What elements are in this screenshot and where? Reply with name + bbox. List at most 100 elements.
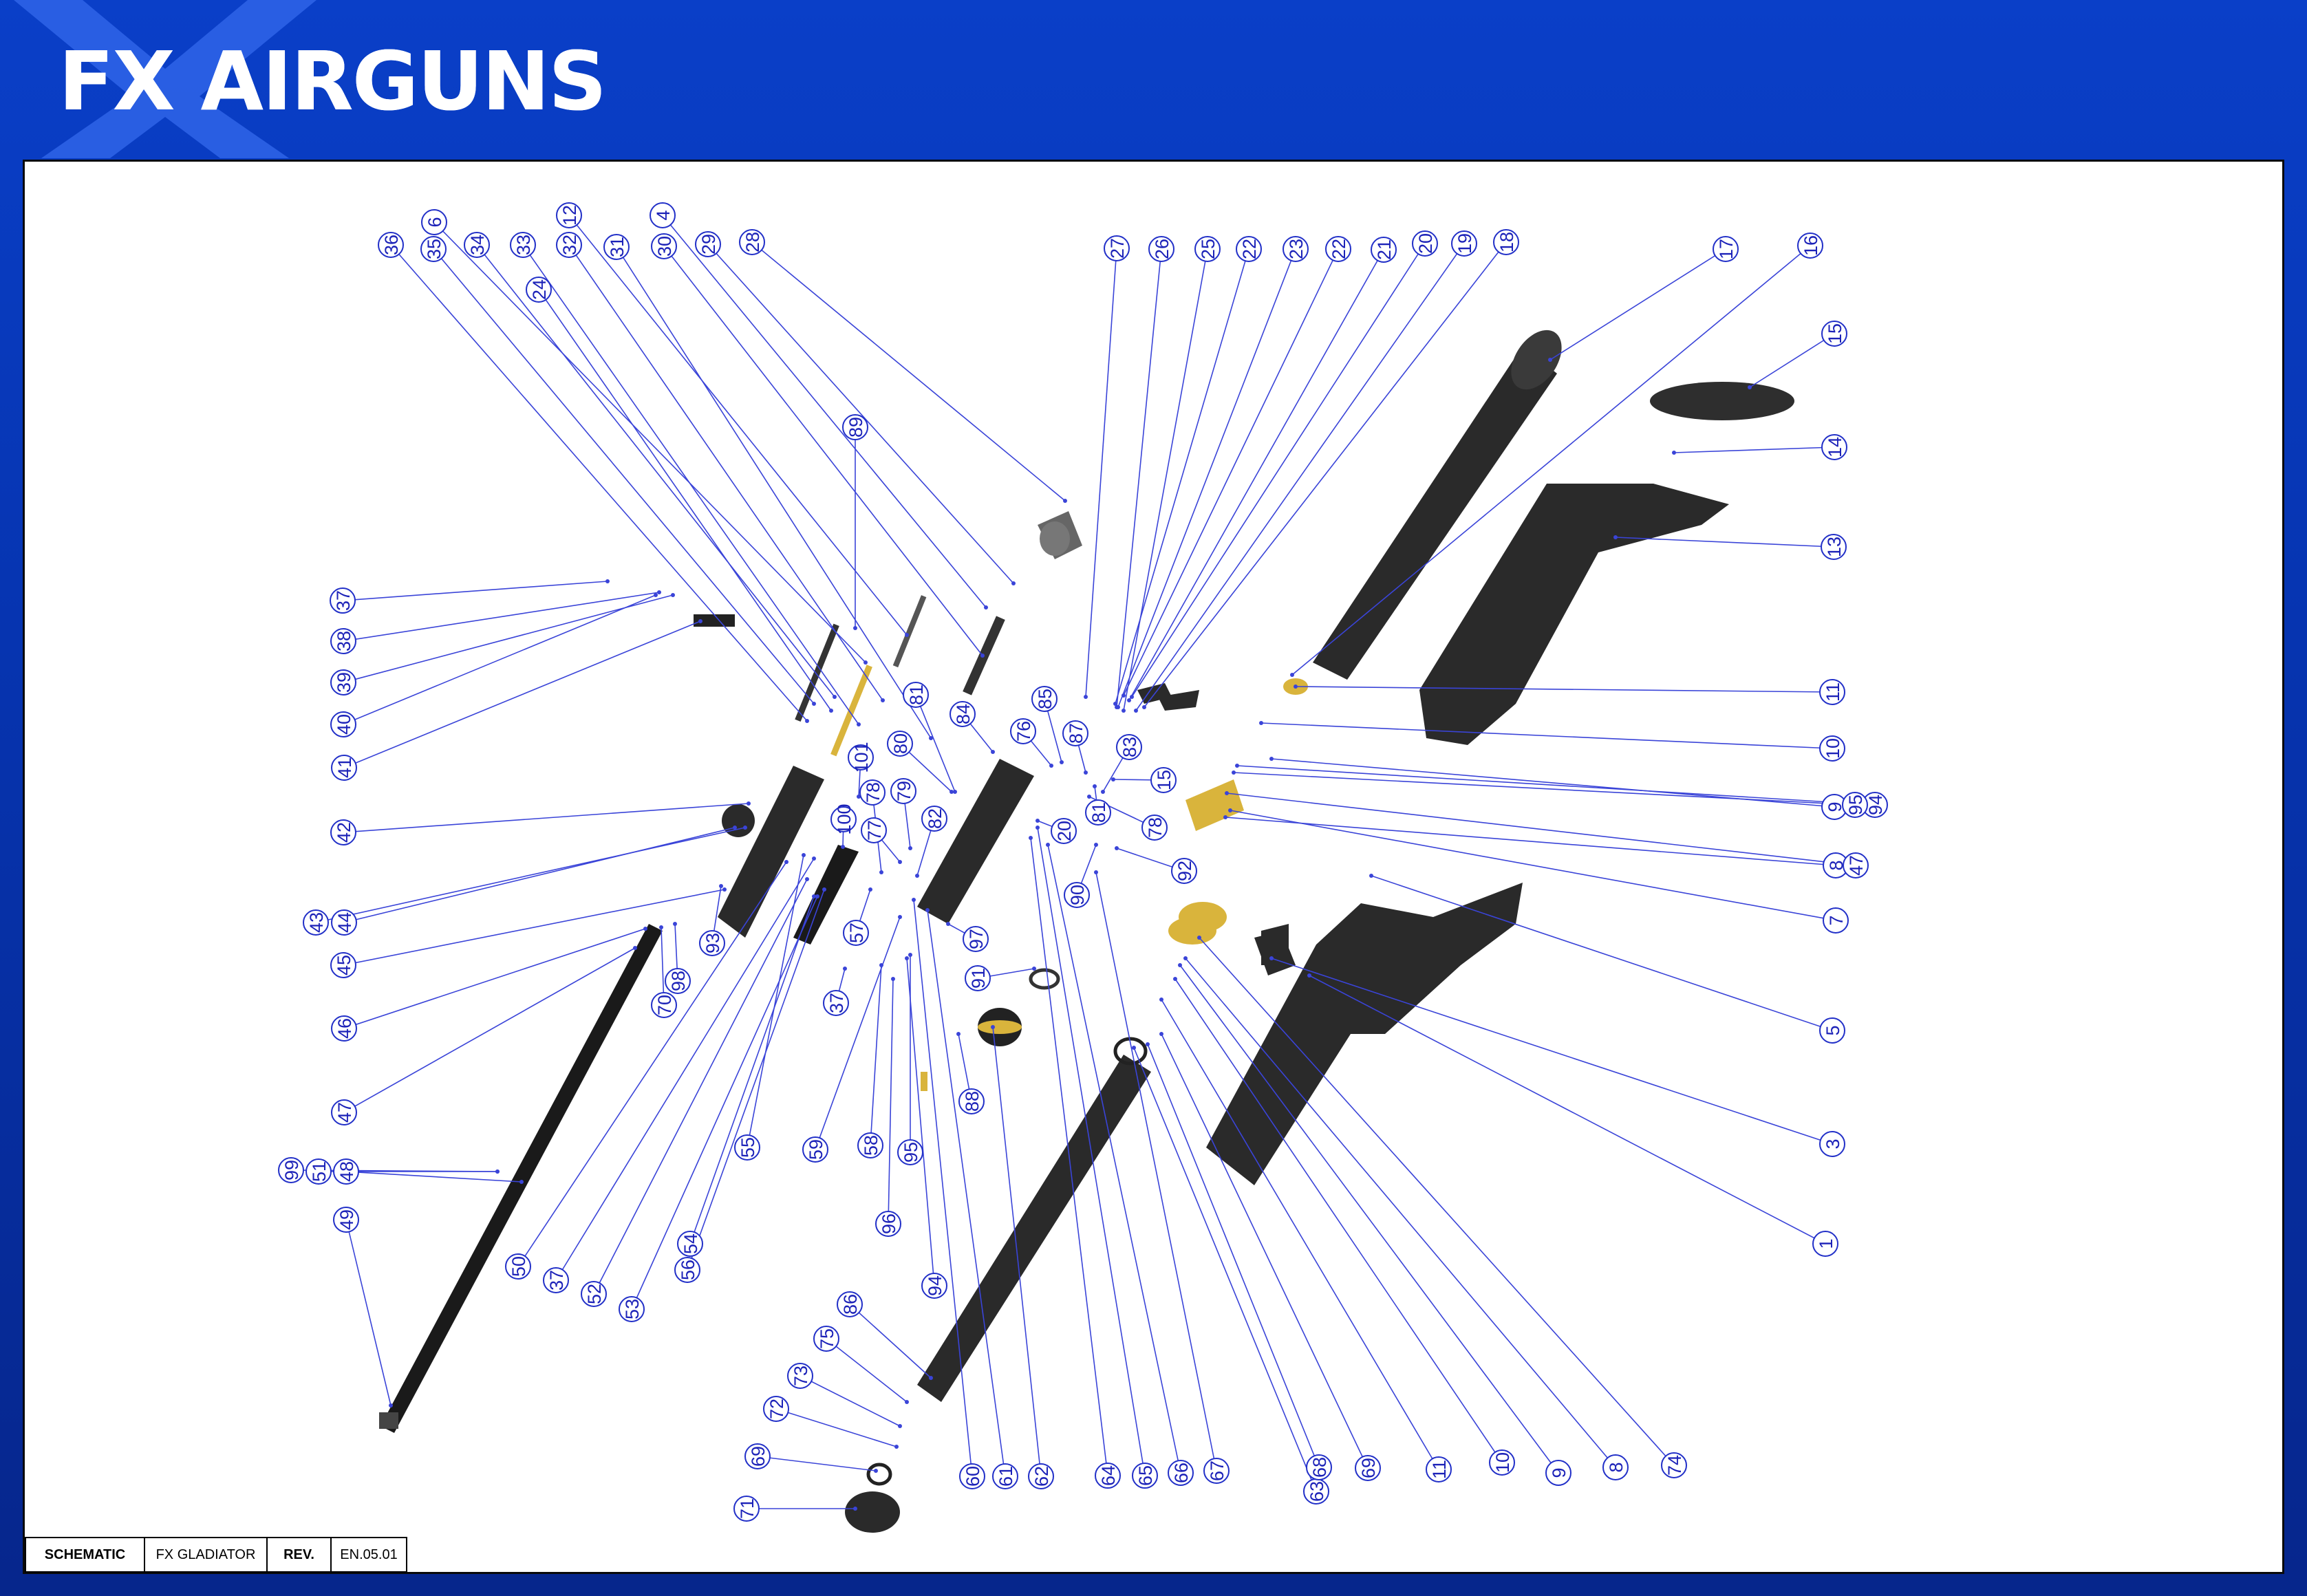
svg-text:36: 36 [381,235,402,255]
part-callout-101: 101 [848,742,874,773]
check-valve-shape [1168,917,1216,945]
leader-line-16 [1291,245,1811,676]
leader-dot-36 [805,719,809,723]
svg-text:85: 85 [1035,689,1055,709]
title-block-type: SCHEMATIC [25,1537,145,1573]
leader-line-54 [689,896,815,1244]
leader-dot-61 [925,908,930,912]
leader-dot-24 [829,709,833,713]
svg-text:45: 45 [334,955,354,975]
rod-2-shape [830,665,872,757]
svg-text:14: 14 [1825,437,1845,457]
leader-line-34 [476,244,835,698]
leader-line-35 [433,248,815,704]
svg-text:64: 64 [1098,1465,1119,1486]
leader-line-11 [1295,686,1833,693]
sight-mount-shape [722,804,755,837]
part-callout-19: 19 [1451,230,1477,257]
part-callout-97: 97 [963,926,989,952]
svg-text:15: 15 [1154,770,1174,790]
leader-line-46 [343,928,646,1029]
leader-dot-82 [915,874,919,878]
leader-dot-78 [1087,795,1091,799]
svg-text:15: 15 [1825,323,1845,344]
leader-line-49 [345,1219,391,1406]
part-callout-83: 83 [1116,734,1142,760]
leader-dot-65 [1036,826,1040,830]
svg-text:94: 94 [1865,795,1886,815]
svg-text:37: 37 [826,993,847,1013]
svg-text:79: 79 [894,781,914,801]
action-block-mid-shape [917,759,1034,924]
svg-text:24: 24 [529,279,550,300]
part-callout-7: 7 [1823,907,1849,934]
leader-line-67 [1095,872,1217,1471]
x-logo-icon [14,0,316,158]
leader-dot-88 [956,1032,961,1036]
leader-dot-37 [812,856,816,861]
part-callout-25: 25 [1194,236,1221,262]
leader-dot-84 [991,750,995,754]
leader-line-12 [568,215,908,636]
leader-line-58 [870,964,882,1146]
leader-dot-97 [946,922,950,926]
end-cap-shape [845,1491,900,1533]
leader-dot-99 [495,1169,500,1174]
svg-text:78: 78 [863,782,883,803]
title-block-rev-label: REV. [266,1537,332,1573]
part-callout-51: 51 [305,1158,332,1185]
svg-text:81: 81 [906,684,927,705]
part-callout-16: 16 [1797,233,1823,259]
part-callout-8: 8 [1823,852,1849,878]
svg-text:48: 48 [336,1161,357,1182]
leader-dot-10 [1173,977,1177,981]
leader-line-62 [992,1026,1042,1477]
part-callout-84: 84 [949,701,976,727]
part-callout-68: 68 [1306,1454,1332,1480]
part-callout-4: 4 [650,202,676,228]
leader-line-27 [1085,248,1117,698]
svg-text:10: 10 [1492,1452,1513,1473]
svg-text:98: 98 [668,971,689,991]
leader-dot-81 [953,790,957,794]
leader-line-22 [1123,248,1339,696]
part-callout-56: 56 [674,1257,700,1283]
leader-dot-91 [1032,967,1036,971]
leader-dot-95 [1232,770,1236,775]
part-callout-33: 33 [510,232,536,258]
svg-text:7: 7 [1826,915,1847,925]
part-callout-93: 93 [699,930,725,956]
part-callout-76: 76 [1010,718,1036,744]
grip-cap-shape [694,614,735,627]
part-callout-74: 74 [1661,1452,1687,1478]
leader-dot-96 [891,977,895,981]
leader-dot-25 [1122,709,1126,713]
leader-dot-59 [898,915,902,919]
leader-dot-72 [894,1445,899,1449]
leader-dot-18 [1142,705,1146,709]
leader-line-53 [631,896,818,1310]
cylinder-ring-shape [1113,1037,1148,1066]
leader-dot-52 [805,877,809,881]
leader-line-63 [1133,1047,1317,1492]
svg-text:5: 5 [1823,1025,1843,1035]
leader-line-75 [826,1338,908,1403]
leader-dot-8 [1223,815,1227,819]
svg-text:87: 87 [1066,723,1086,744]
leader-dot-16 [1290,673,1294,677]
leader-line-37 [342,581,608,601]
leader-line-69 [757,1456,877,1471]
svg-text:16: 16 [1801,235,1821,256]
part-callout-10: 10 [1489,1449,1515,1476]
leader-dot-42 [747,801,751,806]
part-callout-32: 32 [556,232,582,258]
svg-text:54: 54 [680,1233,701,1254]
leader-line-48 [345,1171,522,1183]
svg-text:57: 57 [846,923,867,943]
svg-text:59: 59 [806,1139,826,1160]
leader-dot-21 [1127,698,1131,702]
svg-text:68: 68 [1309,1457,1330,1478]
svg-text:40: 40 [334,714,354,735]
leader-dot-44 [733,826,737,830]
